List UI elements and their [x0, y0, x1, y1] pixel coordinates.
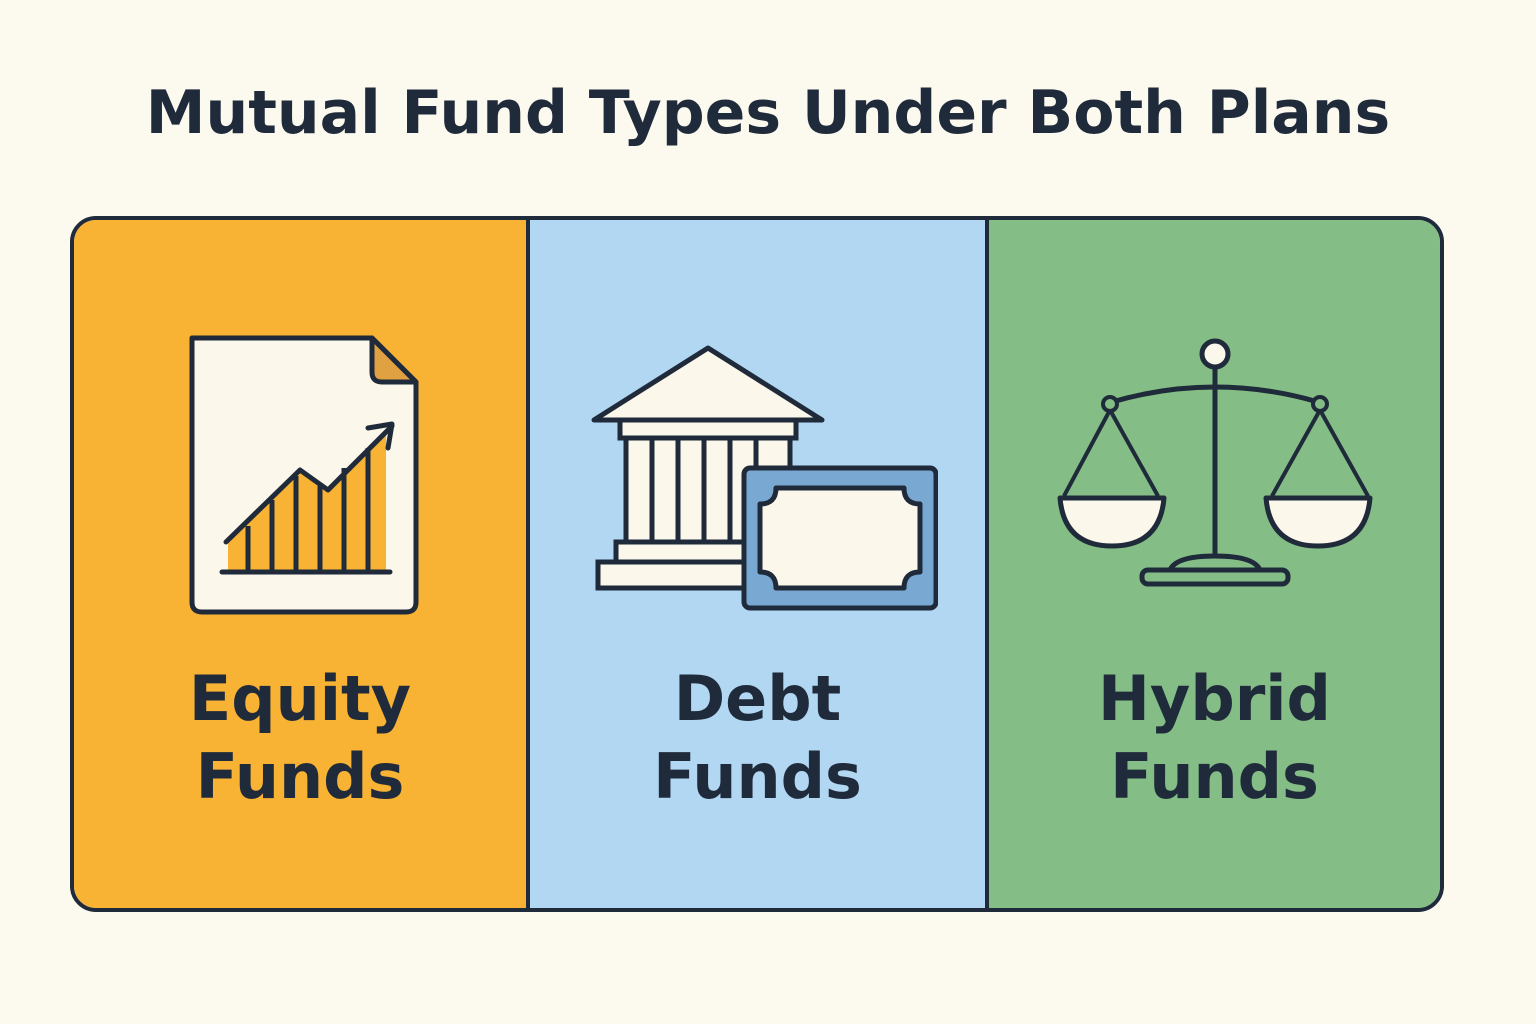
balance-scale-icon [989, 320, 1440, 620]
hybrid-funds-label: Hybrid Funds [989, 660, 1440, 816]
equity-label-line1: Equity [188, 662, 412, 735]
hybrid-label-line2: Funds [1110, 740, 1319, 813]
equity-funds-panel: Equity Funds [74, 220, 530, 908]
chart-document-icon [74, 320, 526, 620]
page-title: Mutual Fund Types Under Both Plans [145, 78, 1391, 148]
equity-label-line2: Funds [195, 740, 405, 813]
debt-label-line1: Debt [673, 662, 842, 735]
debt-funds-label: Debt Funds [530, 660, 985, 816]
hybrid-label-line1: Hybrid [1098, 662, 1331, 735]
debt-funds-panel: Debt Funds [530, 220, 989, 908]
equity-funds-label: Equity Funds [74, 660, 526, 816]
bank-bond-icon [530, 320, 985, 620]
hybrid-funds-panel: Hybrid Funds [989, 220, 1440, 908]
fund-types-panel: Equity Funds [70, 216, 1444, 912]
debt-label-line2: Funds [653, 740, 862, 813]
